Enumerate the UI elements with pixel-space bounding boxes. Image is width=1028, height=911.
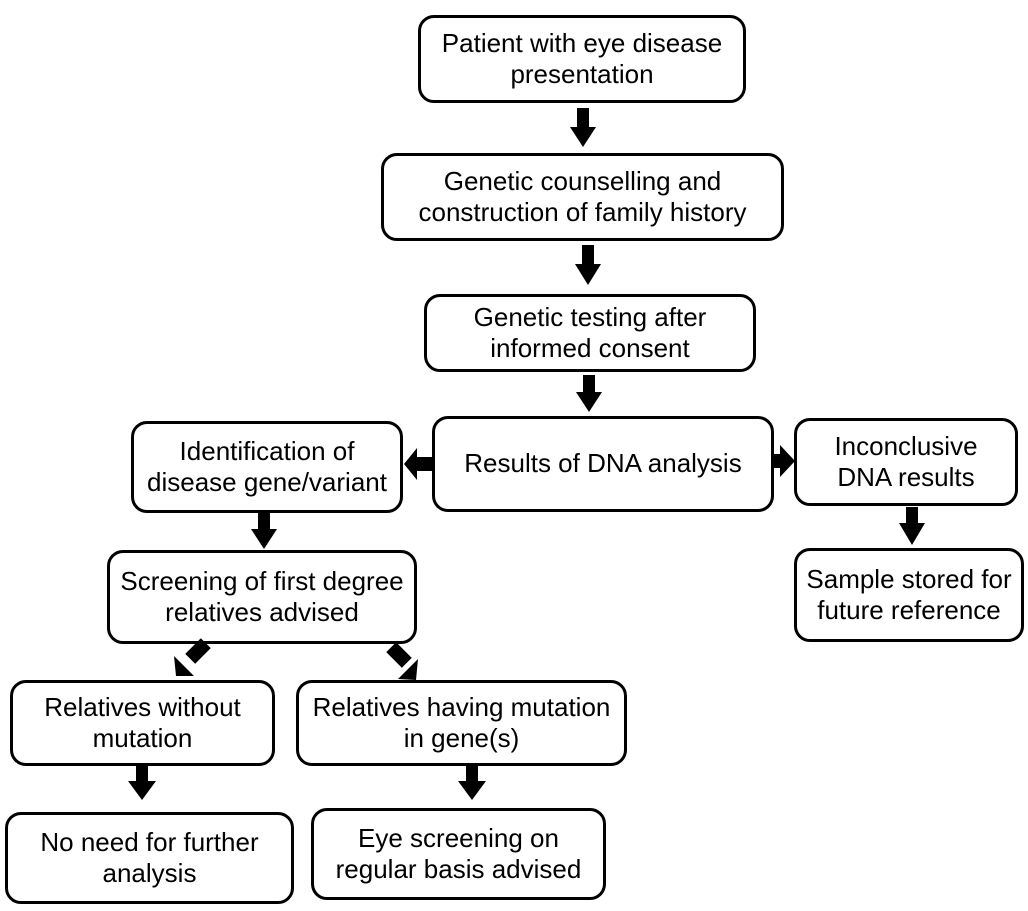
node-patient: Patient with eye disease presentation bbox=[418, 15, 746, 103]
arrow-inconclusive-to-sample bbox=[899, 507, 925, 545]
node-identification-label: Identification of disease gene/variant bbox=[147, 435, 387, 497]
node-results-label: Results of DNA analysis bbox=[464, 448, 742, 479]
arrow-having-to-eye-screening bbox=[458, 766, 486, 800]
node-patient-label: Patient with eye disease presentation bbox=[441, 27, 723, 89]
arrow-screening-to-without bbox=[174, 638, 211, 676]
arrow-patient-to-counselling bbox=[570, 108, 596, 147]
arrow-results-to-identification bbox=[404, 448, 433, 480]
node-without: Relatives without mutation bbox=[10, 680, 275, 766]
arrow-screening-to-having bbox=[386, 642, 418, 680]
node-inconclusive: Inconclusive DNA results bbox=[794, 418, 1018, 506]
node-results: Results of DNA analysis bbox=[432, 416, 774, 512]
node-without-label: Relatives without mutation bbox=[44, 691, 241, 753]
node-having-label: Relatives having mutation in gene(s) bbox=[312, 691, 611, 753]
node-screening: Screening of first degree relatives advi… bbox=[107, 550, 417, 644]
arrow-without-to-no-need bbox=[128, 766, 156, 800]
node-eye-screening: Eye screening on regular basis advised bbox=[311, 808, 606, 900]
arrow-results-to-inconclusive bbox=[773, 445, 795, 477]
arrow-identification-to-screening bbox=[251, 512, 277, 549]
node-no-need: No need for further analysis bbox=[5, 812, 294, 904]
node-inconclusive-label: Inconclusive DNA results bbox=[834, 430, 978, 492]
node-having: Relatives having mutation in gene(s) bbox=[296, 680, 627, 766]
node-sample: Sample stored for future reference bbox=[794, 548, 1024, 642]
node-screening-label: Screening of first degree relatives advi… bbox=[120, 565, 404, 627]
node-sample-label: Sample stored for future reference bbox=[806, 563, 1012, 625]
node-counselling: Genetic counselling and construction of … bbox=[381, 153, 784, 241]
arrow-testing-to-results bbox=[576, 375, 602, 412]
arrow-counselling-to-testing bbox=[575, 245, 601, 285]
node-counselling-label: Genetic counselling and construction of … bbox=[418, 165, 747, 227]
node-testing-label: Genetic testing after informed consent bbox=[473, 301, 707, 363]
node-eye-screening-label: Eye screening on regular basis advised bbox=[335, 822, 582, 884]
node-identification: Identification of disease gene/variant bbox=[131, 421, 403, 513]
node-no-need-label: No need for further analysis bbox=[40, 826, 259, 888]
node-testing: Genetic testing after informed consent bbox=[424, 294, 756, 372]
